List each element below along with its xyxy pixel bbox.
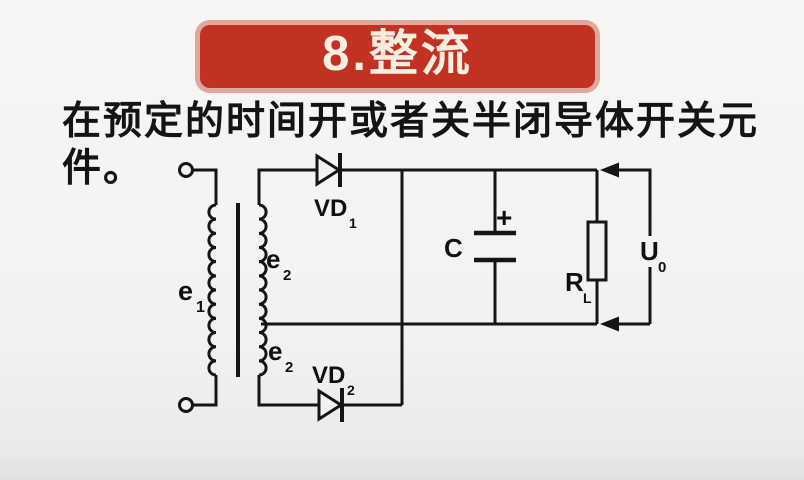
arrow-u0-top-icon bbox=[600, 162, 619, 178]
label-rl-sub: L bbox=[583, 290, 592, 306]
title-banner: 8.整流 bbox=[195, 20, 600, 93]
label-vd2: VD bbox=[312, 362, 345, 389]
label-e2-lower: e bbox=[268, 336, 282, 366]
label-vd2-sub: 2 bbox=[347, 382, 355, 398]
terminal-input-top bbox=[178, 162, 194, 178]
terminal-input-bottom bbox=[178, 397, 194, 413]
wire-primary-top-lead bbox=[193, 168, 218, 205]
label-rl: R bbox=[565, 267, 584, 297]
diode-vd2-symbol bbox=[317, 388, 344, 422]
transformer-primary-coil bbox=[207, 203, 217, 377]
page-title: 8.整流 bbox=[322, 27, 473, 81]
wire-top-rail bbox=[257, 168, 597, 205]
label-u0-sub: 0 bbox=[658, 259, 666, 276]
description-line-2: 件。 bbox=[62, 147, 145, 190]
label-e1: e bbox=[178, 276, 193, 306]
label-capacitor: C bbox=[444, 233, 463, 263]
diode-vd1-symbol bbox=[315, 153, 342, 187]
description-line-1: 在预定的时间开或者关半闭导体开关元 bbox=[62, 100, 760, 143]
wire-u0-top bbox=[612, 168, 652, 236]
label-vd1-sub: 1 bbox=[349, 215, 357, 231]
label-u0: U bbox=[640, 236, 659, 266]
label-e2-lower-sub: 2 bbox=[285, 359, 293, 376]
label-e2-upper-sub: 2 bbox=[283, 267, 291, 284]
arrow-u0-bottom-icon bbox=[600, 316, 619, 332]
resistor-rl-symbol bbox=[586, 220, 608, 282]
label-e1-sub: 1 bbox=[196, 299, 205, 316]
wire-u0-bottom bbox=[612, 267, 652, 326]
description-text: 在预定的时间开或者关半闭导体开关元 件。 bbox=[62, 98, 768, 192]
label-capacitor-polarity: + bbox=[496, 202, 512, 233]
transformer-secondary-coil bbox=[258, 203, 268, 377]
wire-primary-bottom-lead bbox=[193, 375, 218, 407]
label-vd1: VD bbox=[314, 195, 347, 222]
wire-vd2-branch bbox=[257, 375, 402, 407]
label-e2-upper: e bbox=[266, 244, 280, 274]
